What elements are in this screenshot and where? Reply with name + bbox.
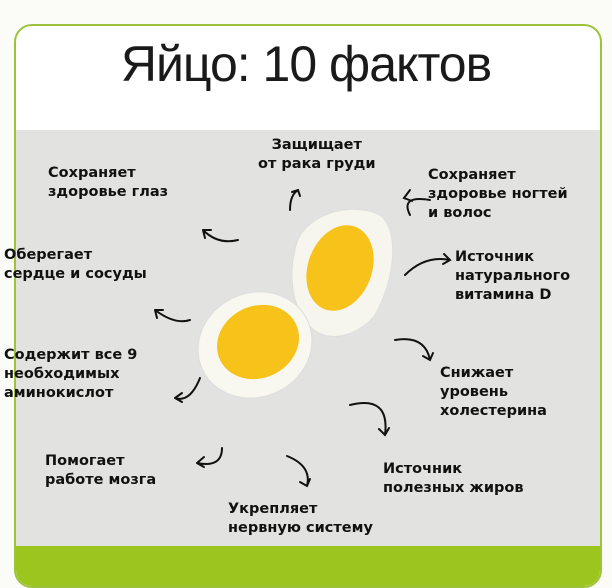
arrow-icon xyxy=(404,253,452,276)
fact-line: здоровье глаз xyxy=(48,184,169,200)
fact-amino-acids: Содержит все 9 необходимых аминокислот xyxy=(4,346,137,403)
fact-healthy-fats: Источник полезных жиров xyxy=(383,460,524,498)
arrows xyxy=(154,188,452,488)
fact-line: холестерина xyxy=(440,403,547,419)
fact-line: Источник xyxy=(455,249,535,265)
fact-line: работе мозга xyxy=(45,472,157,488)
fact-line: Содержит все 9 xyxy=(4,347,138,363)
fact-cholesterol: Снижает уровень холестерина xyxy=(440,364,547,421)
yolk-back xyxy=(306,225,374,311)
fact-line: натурального xyxy=(455,268,571,284)
fact-line: Источник xyxy=(383,461,463,477)
fact-line: Оберегает xyxy=(4,247,93,263)
fact-line: аминокислот xyxy=(4,385,114,401)
infographic-frame xyxy=(14,24,602,588)
fact-line: здоровье ногтей xyxy=(428,186,568,202)
arrow-icon xyxy=(394,338,434,362)
arrow-icon xyxy=(202,229,239,243)
fact-brain: Помогает работе мозга xyxy=(45,452,156,490)
fact-line: от рака груди xyxy=(258,156,376,172)
arrow-icon xyxy=(154,309,191,323)
fact-line: Защищает xyxy=(271,137,362,153)
fact-line: необходимых xyxy=(4,366,120,382)
fact-line: уровень xyxy=(440,384,508,400)
fact-line: витамина D xyxy=(455,287,552,303)
arrow-icon xyxy=(174,377,201,403)
arrow-icon xyxy=(286,455,311,488)
egg-half-front xyxy=(197,291,313,399)
arrow-icon xyxy=(402,189,431,216)
fact-nails-hair: Сохраняет здоровье ногтей и волос xyxy=(428,166,568,223)
fact-vitamin-d: Источник натурального витамина D xyxy=(455,248,570,305)
page-title: Яйцо: 10 фактов xyxy=(120,36,492,92)
yolk-front xyxy=(217,304,299,380)
fact-eyes: Сохраняет здоровье глаз xyxy=(48,164,168,202)
fact-line: и волос xyxy=(428,205,492,221)
fact-line: сердце и сосуды xyxy=(4,266,147,282)
arrow-icon xyxy=(349,402,390,437)
arrow-icon xyxy=(289,188,301,211)
egg-half-back xyxy=(291,208,394,337)
fact-heart: Оберегает сердце и сосуды xyxy=(4,246,147,284)
fact-breast-cancer: Защищает от рака груди xyxy=(258,136,376,174)
fact-line: полезных жиров xyxy=(383,480,524,496)
fact-line: Укрепляет xyxy=(228,501,318,517)
egg-illustration xyxy=(154,188,452,488)
fact-line: Сохраняет xyxy=(428,167,516,183)
fact-line: Снижает xyxy=(440,365,514,381)
fact-line: Сохраняет xyxy=(48,165,136,181)
fact-line: Помогает xyxy=(45,453,125,469)
fact-line: нервную систему xyxy=(228,520,373,536)
arrow-icon xyxy=(196,447,223,468)
fact-nervous-system: Укрепляет нервную систему xyxy=(228,500,373,538)
